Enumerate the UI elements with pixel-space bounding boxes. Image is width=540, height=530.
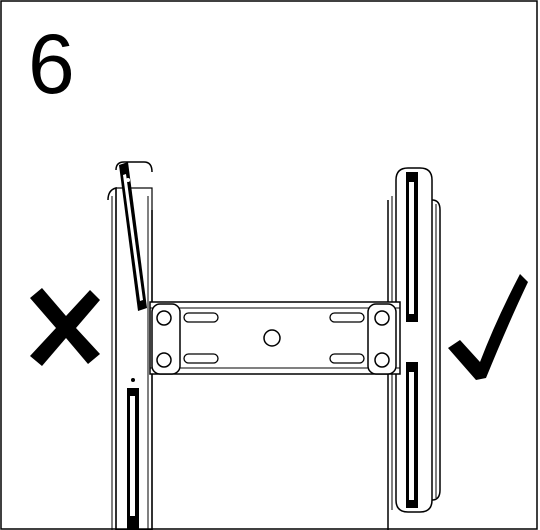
aligned-mounting-strip-lower [406, 362, 418, 508]
tilted-mounting-strip [119, 162, 147, 311]
step-number: 6 [28, 17, 75, 111]
left-rail [107, 161, 153, 530]
center-hole [263, 329, 281, 347]
aligned-mounting-strip-upper [406, 172, 418, 322]
right-rail [387, 167, 441, 530]
cross-icon [30, 288, 100, 366]
checkmark-icon [448, 274, 528, 380]
wall-plate [149, 301, 401, 375]
left-lower-strip [127, 378, 139, 530]
